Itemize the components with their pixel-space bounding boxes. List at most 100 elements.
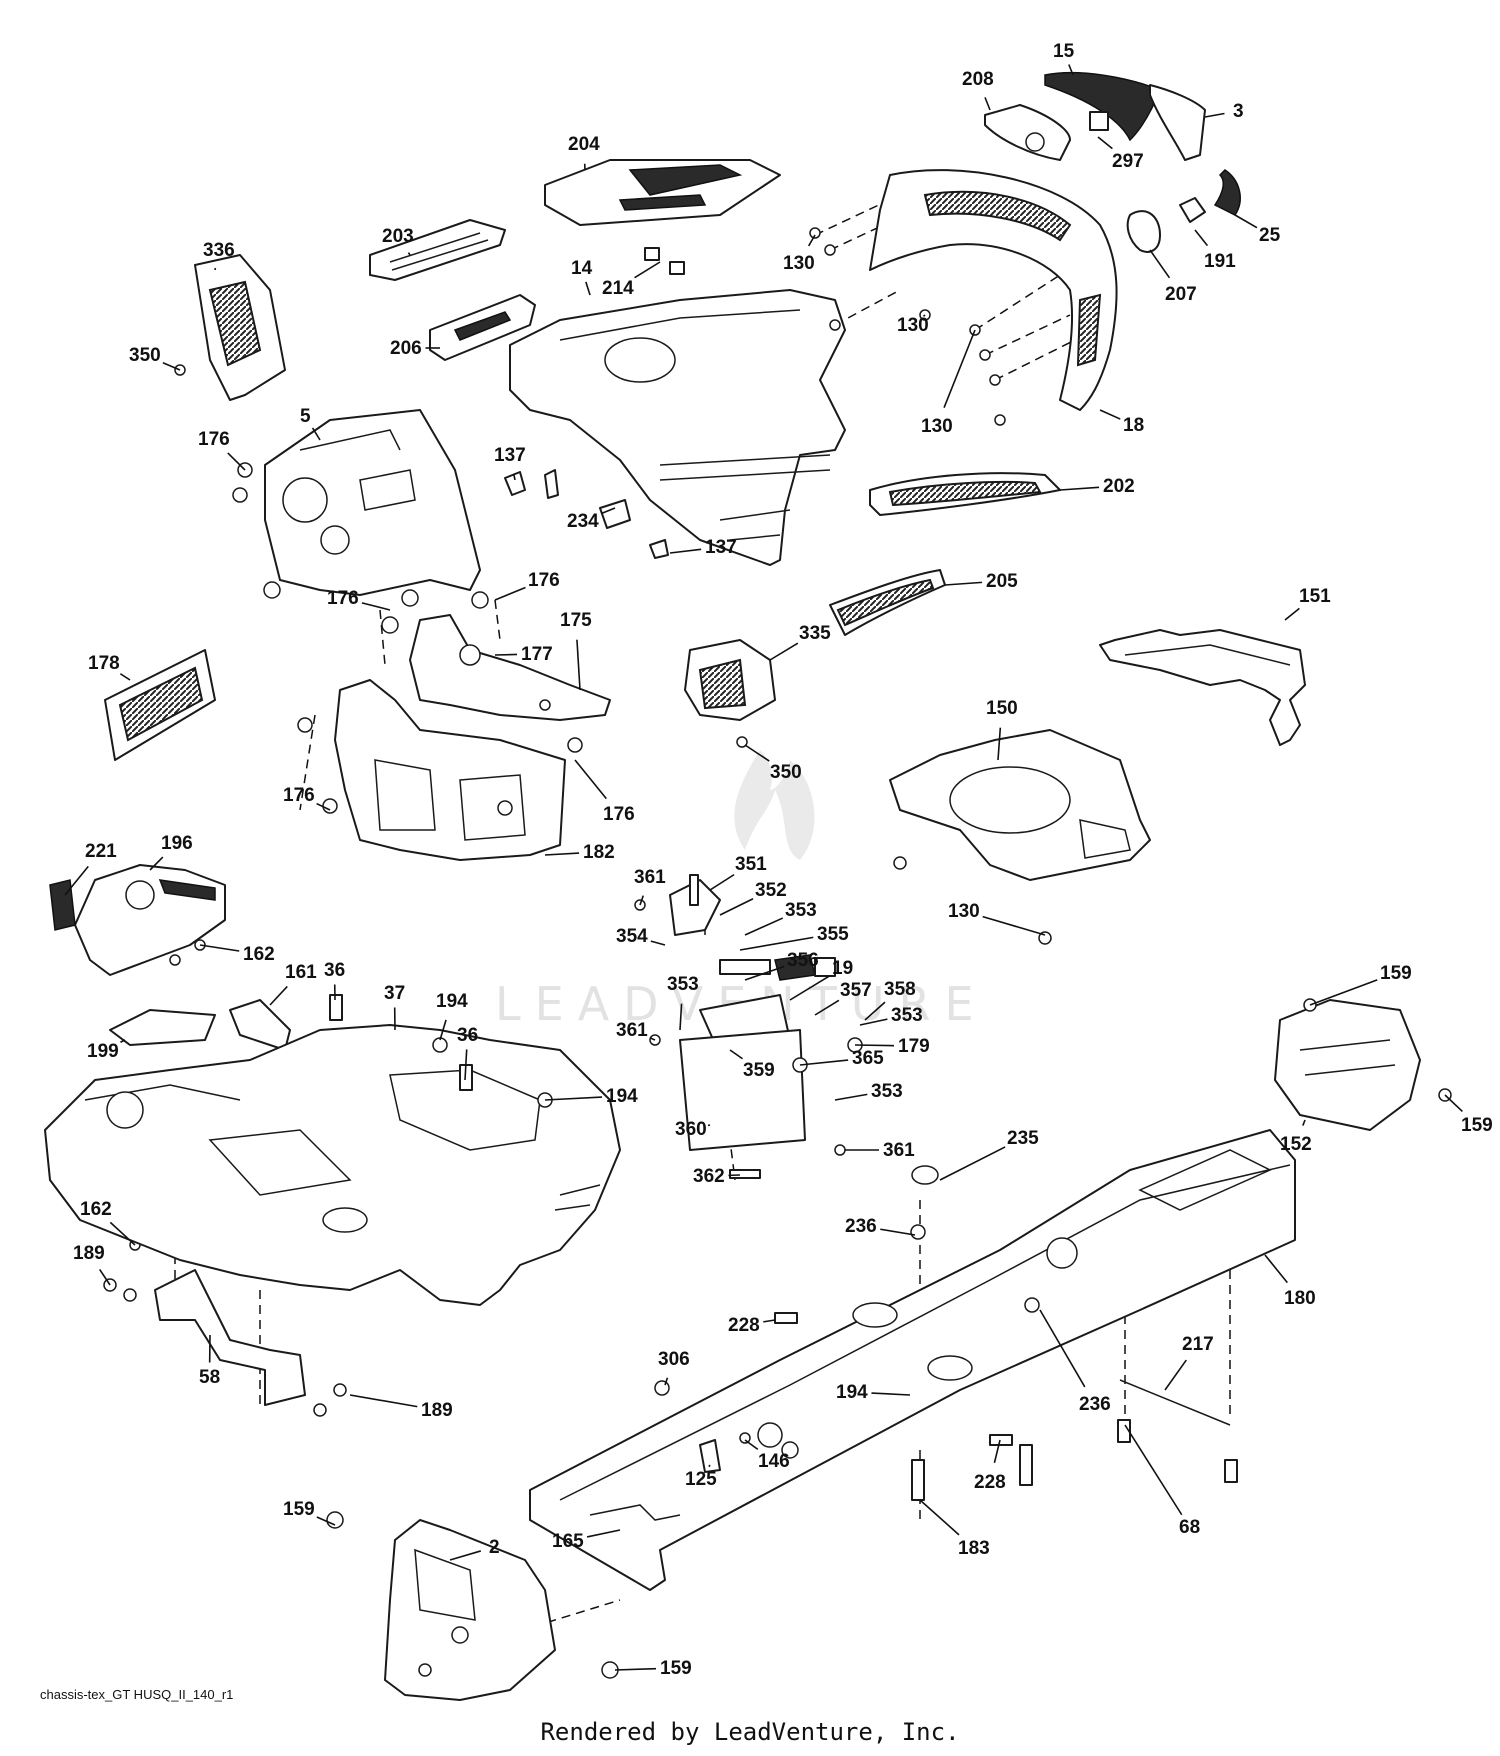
callout-c130c: 130 — [921, 416, 953, 437]
leader-line-c177 — [494, 653, 518, 656]
part-180-main-frame — [529, 1129, 1296, 1591]
part-214-clip-a — [644, 247, 660, 261]
part-194-nut-a — [432, 1037, 448, 1053]
part-152-battery-tray — [1274, 999, 1421, 1131]
callout-c137b: 137 — [705, 537, 737, 558]
part-15-trim-strip — [1044, 72, 1161, 142]
callout-c202: 202 — [1103, 476, 1135, 497]
part-350-screw-b — [736, 736, 748, 748]
callout-c234: 234 — [567, 511, 599, 532]
part-159-bolt-c — [326, 1511, 344, 1529]
part-2-axle-bracket — [384, 1519, 556, 1701]
callout-c236b: 236 — [1079, 1394, 1111, 1415]
leader-line-c352 — [719, 898, 754, 916]
callout-c204: 204 — [568, 134, 600, 155]
leader-line-c361b — [649, 1037, 656, 1041]
part-25-trim — [1213, 169, 1241, 216]
leader-line-c5 — [311, 427, 321, 441]
part-68-bolt-a — [1117, 1419, 1131, 1443]
leader-line-c176c — [361, 602, 391, 611]
leader-line-c335 — [769, 642, 799, 661]
part-18-side-mesh — [1076, 293, 1102, 367]
callout-c357: 357 — [840, 980, 872, 1001]
leader-line-c176b — [494, 586, 526, 601]
leader-line-c234 — [600, 507, 616, 515]
callout-c146: 146 — [758, 1451, 790, 1472]
part-203-panel — [369, 219, 506, 281]
part-5-steering-opening — [282, 477, 328, 523]
leader-line-c182 — [544, 852, 580, 856]
callout-c14: 14 — [571, 258, 593, 279]
callout-c228a: 228 — [728, 1315, 760, 1336]
leader-line-c150 — [997, 727, 1002, 761]
leader-line-c214 — [634, 261, 661, 279]
leader-line-c205 — [944, 581, 983, 586]
part-14-hood — [509, 289, 846, 566]
part-214-clip-b — [669, 261, 685, 275]
part-234-label — [599, 499, 631, 529]
callout-c159b: 159 — [1461, 1115, 1493, 1136]
callout-c180: 180 — [1284, 1288, 1316, 1309]
callout-c306: 306 — [658, 1349, 690, 1370]
leader-line-c221 — [64, 865, 89, 896]
part-228-bolt-a — [774, 1312, 798, 1324]
rendered-by-footer: Rendered by LeadVenture, Inc. — [540, 1718, 960, 1746]
callout-c350a: 350 — [129, 345, 161, 366]
leader-line-c203 — [407, 252, 411, 256]
leader-line-c152 — [1302, 1119, 1306, 1126]
callout-c162b: 162 — [80, 1199, 112, 1220]
callout-c194c: 194 — [836, 1382, 868, 1403]
leader-line-c151 — [1284, 607, 1300, 621]
callout-c208: 208 — [962, 69, 994, 90]
leader-line-c161 — [269, 985, 288, 1006]
callout-c199: 199 — [87, 1041, 119, 1062]
leader-line-c350a — [162, 361, 181, 371]
leader-line-c194a — [439, 1019, 447, 1041]
leader-line-c125 — [708, 1464, 711, 1468]
part-161-bracket — [229, 999, 291, 1051]
callout-c194b: 194 — [606, 1086, 638, 1107]
leader-line-c25 — [1234, 214, 1258, 229]
callout-c37: 37 — [384, 983, 405, 1004]
part-204-vents — [618, 164, 743, 211]
leader-line-c208 — [984, 97, 991, 111]
leader-line-c137a — [513, 474, 516, 481]
seat-adjust-mechanism — [634, 874, 863, 1179]
callout-c335: 335 — [799, 623, 831, 644]
leader-line-c189b — [349, 1394, 418, 1408]
leader-line-c236a — [880, 1228, 916, 1236]
leader-line-c361a — [639, 895, 645, 906]
callout-c159a: 159 — [1380, 963, 1412, 984]
callout-c196: 196 — [161, 833, 193, 854]
callout-c162a: 162 — [243, 944, 275, 965]
callout-c235: 235 — [1007, 1128, 1039, 1149]
leader-line-c350b — [744, 744, 770, 762]
callout-c361a: 361 — [634, 867, 666, 888]
part-37-fender-deck — [44, 1024, 621, 1306]
drawing-id: chassis-tex_GT HUSQ_II_140_r1 — [40, 1687, 234, 1702]
part-207-lamp-housing — [1126, 210, 1161, 253]
leader-line-c202 — [1059, 486, 1100, 491]
part-202-mesh — [888, 480, 1042, 507]
callout-c355: 355 — [817, 924, 849, 945]
leader-line-c68 — [1124, 1424, 1183, 1516]
part-68-bolt-b — [1224, 1459, 1238, 1483]
callout-c361b: 361 — [616, 1020, 648, 1041]
part-58-bracket — [154, 1269, 306, 1406]
part-125-lever — [699, 1439, 721, 1473]
leader-line-c176e — [574, 759, 607, 800]
callout-c58: 58 — [199, 1367, 220, 1388]
callout-c175: 175 — [560, 610, 592, 631]
part-196-rear-fender — [74, 864, 226, 976]
callout-c203: 203 — [382, 226, 414, 247]
part-228-bolt-b — [989, 1434, 1013, 1446]
callout-c159c: 159 — [283, 1499, 315, 1520]
callout-c360: 360 — [675, 1119, 707, 1140]
part-14-opening — [604, 337, 676, 383]
callout-c152: 152 — [1280, 1134, 1312, 1155]
part-177-grommet — [459, 644, 481, 666]
part-130-screws — [809, 227, 1052, 945]
leader-line-c159a — [1309, 979, 1378, 1006]
